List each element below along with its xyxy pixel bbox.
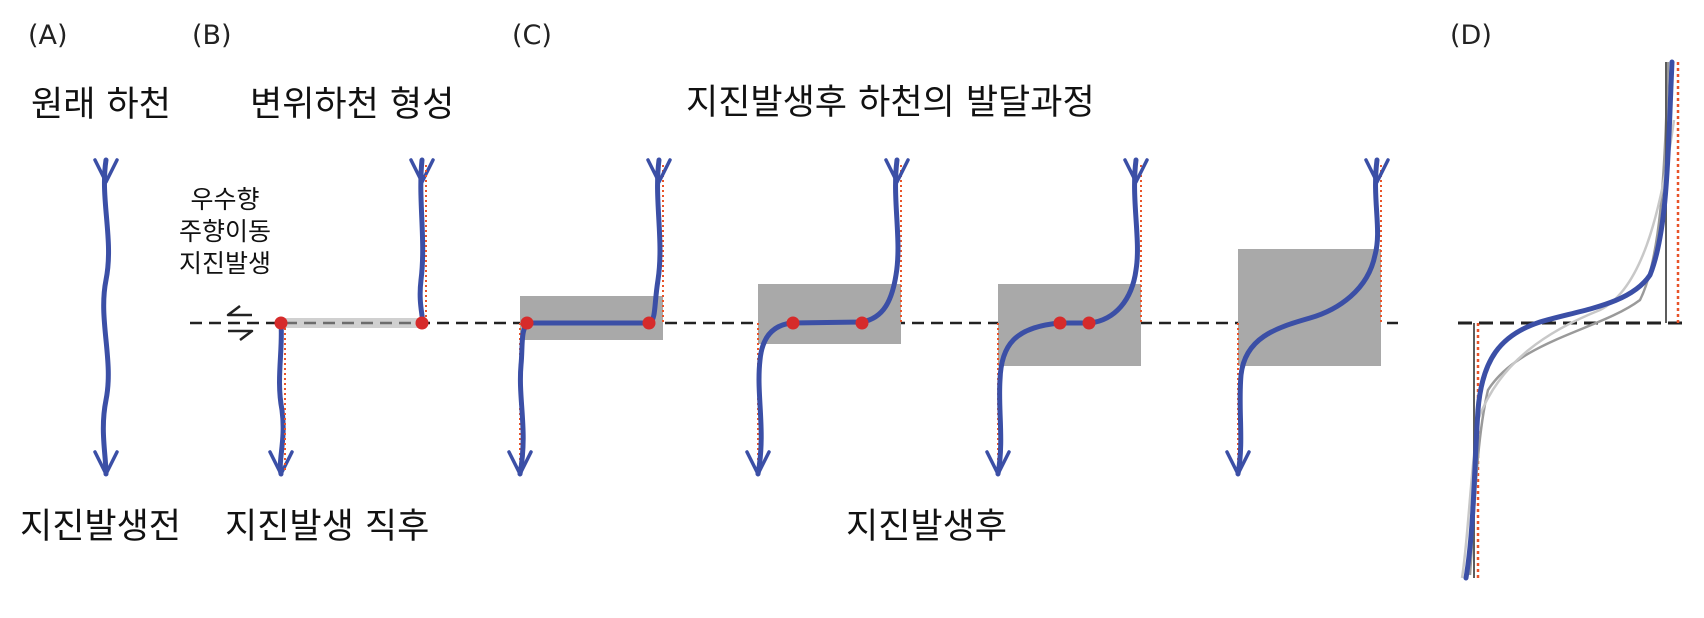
caption-right-after: 지진발생 직후 [225,507,430,547]
development-stage-4 [1225,157,1390,477]
panel-label-c: (C) [512,20,552,51]
title-development: 지진발생후 하천의 발달과정 [686,83,1095,123]
offset-stream-just-after [268,157,435,477]
development-stage-1 [507,157,672,477]
knickpoint [855,316,869,330]
title-original-river: 원래 하천 [31,85,171,125]
motion-note-line-3: 지진발생 [178,249,271,278]
panel-label-d: (D) [1450,20,1492,51]
right-lateral-arrows [226,305,254,341]
title-offset-river: 변위하천 형성 [250,85,455,125]
development-stage-3 [985,157,1149,477]
caption-before: 지진발생전 [20,507,182,547]
deflection-zone [1238,249,1381,366]
knickpoint [642,316,656,330]
original-stream [93,157,119,477]
motion-note: 우수향 주향이동 지진발생 [155,184,295,280]
knickpoint [1082,316,1096,330]
knickpoint [415,316,429,330]
development-stage-2 [745,157,910,477]
knickpoint [1053,316,1067,330]
knickpoint [786,316,800,330]
caption-after: 지진발생후 [846,507,1008,547]
deflection-zone [281,318,424,328]
panel-label-b: (B) [192,20,232,51]
panel-label-a: (A) [28,20,68,51]
knickpoint [520,316,534,330]
motion-note-line-2: 주향이동 [178,217,271,246]
close-up-offset-stream [1458,59,1688,581]
motion-note-line-1: 우수향 [190,185,260,214]
deflection-zone [520,296,663,340]
knickpoint [274,316,288,330]
